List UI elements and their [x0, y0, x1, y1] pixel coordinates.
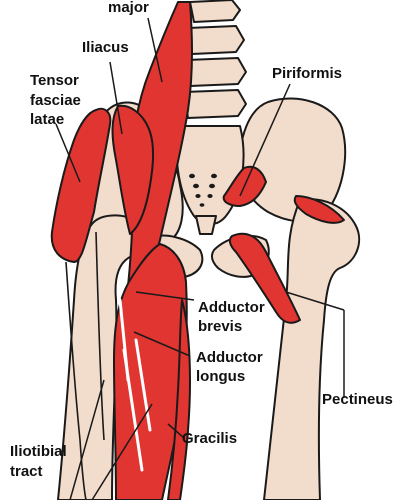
muscle-fibers: [118, 298, 152, 472]
label-tensor-line1: Tensor: [30, 72, 79, 89]
tensor-fasciae-latae-muscle: [50, 107, 112, 263]
sacral-foramina: [189, 173, 217, 207]
leader-iliotibial-1: [69, 379, 105, 500]
coccyx: [195, 215, 217, 235]
label-iliotibial-line2: tract: [10, 463, 43, 480]
leader-lines: [55, 17, 345, 500]
leader-adductor-brevis: [135, 291, 195, 301]
gracilis-muscle: [167, 299, 191, 500]
label-gracilis: Gracilis: [182, 430, 237, 447]
lumbar-vertebra-4: [183, 89, 247, 119]
label-pectineus: Pectineus: [322, 391, 393, 408]
leader-pectineus-b: [285, 291, 345, 311]
label-adductor-longus-line2: longus: [196, 368, 245, 385]
label-tensor-line2: fasciae: [30, 92, 81, 109]
leader-piriformis: [239, 83, 291, 197]
left-gluteal-insertion: [293, 195, 345, 224]
label-adductor-brevis-line1: Adductor: [198, 299, 265, 316]
leader-tensor: [55, 123, 81, 183]
pectineus-muscle: [228, 232, 301, 324]
leader-gracilis: [167, 423, 185, 439]
lumbar-vertebra-1: [189, 0, 241, 23]
leader-iliotibial-2: [91, 403, 153, 500]
label-iliacus: Iliacus: [82, 39, 129, 56]
lumbar-vertebra-3: [185, 57, 247, 87]
lumbar-vertebra-2: [187, 25, 245, 55]
label-tensor-line3: latae: [30, 111, 64, 128]
labels: major Iliacus Tensor fasciae latae Pirif…: [10, 0, 393, 480]
left-femur: [263, 198, 361, 500]
leader-adductor-longus: [133, 331, 191, 357]
leader-psoas: [147, 17, 163, 83]
label-iliotibial-line1: Iliotibial: [10, 443, 67, 460]
label-adductor-brevis-line2: brevis: [198, 318, 242, 335]
label-psoas-major: major: [108, 0, 149, 16]
label-adductor-longus-line1: Adductor: [196, 349, 263, 366]
iliacus-muscle: [111, 104, 155, 235]
leader-iliacus: [109, 61, 123, 135]
sacrum: [175, 125, 245, 226]
label-piriformis: Piriformis: [272, 65, 342, 82]
fascia-lines: [65, 231, 105, 500]
